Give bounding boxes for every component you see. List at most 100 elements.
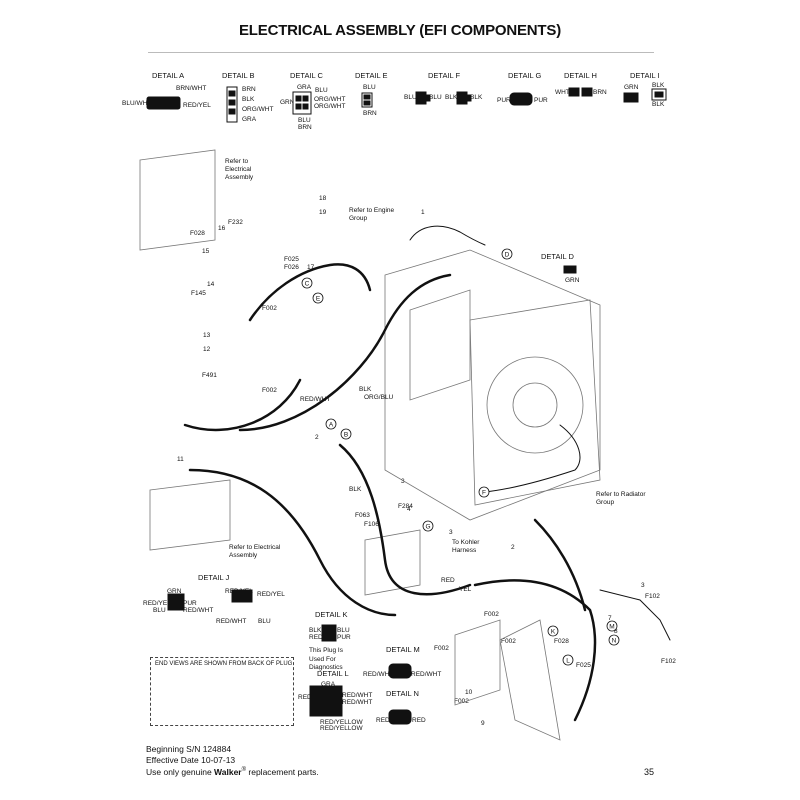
part-label: 17: [307, 264, 315, 271]
part-label: F491: [202, 372, 217, 379]
letter-callout: D: [505, 251, 510, 258]
detail-a-wire: BRN/WHT: [176, 85, 207, 92]
letter-callout: L: [566, 657, 570, 664]
detail-l-wire: RED/YELLOW: [320, 725, 363, 732]
starter-outline: [364, 529, 421, 596]
refer-engine: Refer to Engine Group: [349, 207, 395, 222]
part-label: BLK: [359, 386, 372, 393]
detail-m-wire: RED/WHT: [411, 671, 442, 678]
detail-a-wire: BLU/WHT: [122, 100, 152, 107]
part-label: F232: [228, 219, 243, 226]
part-label: 8: [614, 628, 618, 635]
title-divider: [148, 52, 654, 53]
refer-radiator: Refer to Radiator Group: [596, 491, 646, 506]
detail-j-wire: RED/WHT: [216, 618, 247, 625]
detail-m-wire: RED/WHT: [363, 671, 394, 678]
detail-i-connector-2: [651, 88, 667, 101]
part-label: F102: [645, 593, 660, 600]
part-label: 15: [202, 248, 210, 255]
detail-l-title: DETAIL L: [317, 669, 349, 678]
letter-callout: E: [316, 295, 321, 302]
detail-f-title: DETAIL F: [428, 71, 461, 80]
detail-b-connector: [226, 86, 238, 123]
detail-e-title: DETAIL E: [355, 71, 388, 80]
part-label: F026: [284, 264, 299, 271]
detail-f-wire: BLK: [445, 94, 458, 101]
footer-brand: Walker: [214, 766, 242, 777]
part-label: F102: [661, 658, 676, 665]
detail-k-note: This Plug Is Used For Diagnostics: [309, 647, 343, 671]
part-label: F025: [576, 662, 591, 669]
detail-i-connector-1: [623, 92, 639, 103]
detail-f-wire: BLU: [429, 94, 442, 101]
refer-electrical-bottom: Refer to Electrical Assembly: [229, 544, 281, 559]
part-label: F025: [284, 256, 299, 263]
part-label: F145: [191, 290, 206, 297]
part-label: F028: [190, 230, 205, 237]
part-label: 12: [203, 346, 211, 353]
detail-b-wire: GRA: [242, 116, 257, 123]
part-label: 14: [207, 281, 215, 288]
part-label: 3: [401, 478, 405, 485]
letter-callout-circle: [312, 292, 324, 304]
detail-i-wire: BLK: [652, 82, 665, 89]
footer-use-prefix: Use only genuine: [146, 766, 215, 777]
detail-d-wire: GRN: [565, 277, 580, 284]
detail-n-connector: [388, 709, 412, 725]
detail-b-title: DETAIL B: [222, 71, 255, 80]
detail-b-wire: ORG/WHT: [242, 106, 274, 113]
detail-n-wire: RED: [376, 717, 390, 724]
page-title: ELECTRICAL ASSEMBLY (EFI COMPONENTS): [239, 22, 561, 39]
ecu-outline: [454, 619, 501, 706]
detail-k-wire: PUR: [337, 634, 351, 641]
part-label: 2: [315, 434, 319, 441]
letter-callout: G: [425, 523, 430, 530]
sensor-lead-1: [409, 225, 486, 246]
radiator-fan: [486, 356, 584, 454]
detail-k-wire: RED: [309, 634, 323, 641]
part-label: 18: [319, 195, 327, 202]
detail-j-wire: GRN: [167, 588, 182, 595]
detail-g-connector: [509, 92, 533, 106]
detail-l-wire: RED/WHT: [342, 699, 373, 706]
footer-serial: Beginning S/N 124884: [146, 744, 232, 754]
part-label: F002: [262, 387, 277, 394]
detail-k-title: DETAIL K: [315, 610, 348, 619]
letter-callout: K: [551, 628, 556, 635]
part-label: RED: [441, 577, 455, 584]
part-label: 2: [511, 544, 515, 551]
detail-a-title: DETAIL A: [152, 71, 185, 80]
detail-g-wire: PUR: [497, 97, 511, 104]
detail-k-wire: BLU: [337, 627, 350, 634]
harness-right: [473, 579, 597, 722]
detail-e-connector: [361, 92, 373, 108]
footer-reg: ®: [241, 767, 247, 773]
letter-callout-circle: [478, 486, 490, 498]
detail-f-connector-1: [415, 91, 431, 105]
detail-l-wire: RED: [298, 694, 312, 701]
detail-h-title: DETAIL H: [564, 71, 597, 80]
letter-callout: C: [305, 280, 310, 287]
detail-e-wire: BRN: [363, 110, 377, 117]
detail-h-wire: BRN: [593, 89, 607, 96]
detail-j-wire: PUR: [183, 600, 197, 607]
part-label: 19: [319, 209, 327, 216]
part-label: F002: [484, 611, 499, 618]
detail-f-connector-2: [456, 91, 472, 105]
part-label: F002: [454, 698, 469, 705]
letter-callout-circle: [547, 625, 559, 637]
letter-callout: B: [344, 431, 348, 438]
detail-h-connector-1: [568, 87, 580, 97]
letter-callout-circle: [501, 248, 513, 260]
detail-j-wire: BLU: [258, 618, 271, 625]
harness-lower: [338, 443, 472, 596]
detail-a-connector: [146, 96, 181, 110]
detail-c-wire: BRN: [298, 124, 312, 131]
footer: Beginning S/N 124884 Effective Date 10-0…: [146, 744, 319, 777]
part-label: 3: [641, 582, 645, 589]
harness-left: [183, 378, 302, 432]
detail-j-wire: RED/YEL: [225, 588, 253, 595]
part-label: 10: [465, 689, 473, 696]
detail-c-wire: BLU: [315, 87, 328, 94]
detail-d-connector: [563, 265, 577, 274]
